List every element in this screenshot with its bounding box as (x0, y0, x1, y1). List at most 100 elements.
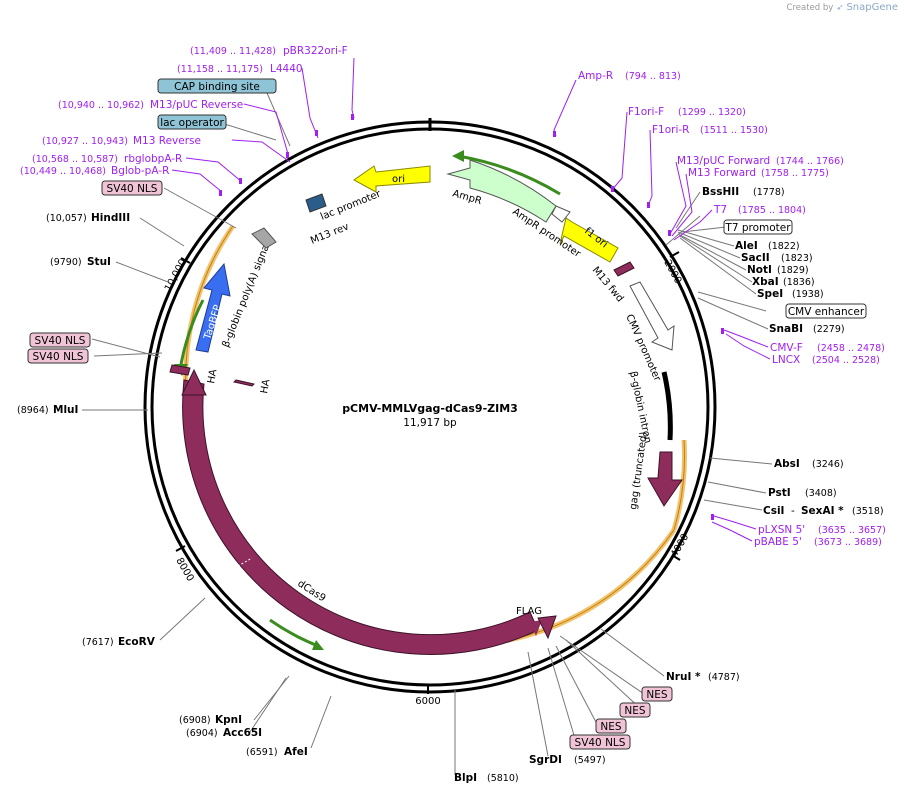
cap-binding-site-label: CAP binding site (174, 81, 260, 93)
tick-label-6000: 6000 (415, 696, 440, 707)
primer-pbabe-5[interactable]: pBABE 5' (754, 536, 802, 548)
sv40-nls-left2-box[interactable] (27, 348, 89, 364)
enzyme-absi-pos: (3246) (812, 459, 844, 470)
ha-label-1: HA (206, 368, 219, 384)
nes3-box[interactable] (595, 718, 627, 734)
primer-f1ori-r-pos: (1511 .. 1530) (700, 125, 768, 136)
enzyme-bsshii-pos: (1778) (753, 187, 785, 198)
tick-10000 (180, 257, 191, 264)
enzyme-bsshii[interactable]: BssHII (702, 186, 739, 198)
primer-m13-reverse[interactable]: M13 Reverse (133, 135, 201, 147)
lac-operator-label: lac operator (160, 117, 224, 129)
enzyme-blpi-pos: (5810) (487, 773, 519, 784)
tick-4000 (671, 554, 681, 561)
lac-promoter-label: lac promoter (319, 188, 383, 223)
beta-globin-intron-label: β-globin intron (627, 370, 653, 444)
dcas9-arrowhead (181, 368, 207, 396)
sv40-nls-bottom-box[interactable] (569, 734, 631, 750)
primer-m13-reverse-pos: (10,927 .. 10,943) (42, 136, 128, 147)
primer-t7-pos: (1785 .. 1804) (738, 205, 806, 216)
primer-bglob-pa-r-pos: (10,449 .. 10,468) (20, 166, 106, 177)
primer-m13-puc-forward[interactable]: M13/pUC Forward (677, 155, 770, 167)
tick-label-8000: 8000 (173, 556, 195, 584)
f1-ori-arrow[interactable] (559, 217, 619, 263)
enzyme-hindiii-pos: (10,057) (46, 213, 87, 224)
green-orf-bottom-arrow (312, 640, 324, 650)
lac-operator-box[interactable] (157, 114, 227, 130)
primer-amp-r-pos: (794 .. 813) (625, 71, 681, 82)
ha-tag-1 (169, 364, 191, 376)
cmv-enhancer-box[interactable] (785, 303, 867, 319)
enzyme-nrui-pos: (4787) (708, 672, 740, 683)
sv40-nls-top-label: SV40 NLS (107, 183, 158, 195)
primer-f1ori-r[interactable]: F1ori-R (652, 124, 689, 136)
flag-mark (530, 620, 542, 636)
enzyme-mlui[interactable]: MluI (53, 404, 78, 416)
primer-m13-puc-reverse[interactable]: M13/pUC Reverse (150, 99, 243, 111)
sv40-nls-left1-box[interactable] (29, 332, 91, 348)
enzyme-ecorv[interactable]: EcoRV (118, 636, 156, 648)
enzyme-spei[interactable]: SpeI (757, 288, 783, 300)
primer-plxsn-5[interactable]: pLXSN 5' (758, 524, 805, 536)
sv40-nls-left1-label: SV40 NLS (35, 335, 86, 347)
enzyme-hindiii[interactable]: HindIII (91, 212, 130, 224)
m13-fwd-mark (613, 261, 635, 277)
sv40-nls-left2-label: SV40 NLS (33, 351, 84, 363)
enzyme-mlui-pos: (8964) (17, 405, 49, 416)
enzyme-stui[interactable]: StuI (87, 256, 111, 268)
ampr-arrow[interactable] (446, 159, 557, 223)
nes3-label: NES (600, 721, 621, 733)
primer-m13-forward[interactable]: M13 Forward (688, 167, 756, 179)
primer-f1ori-f[interactable]: F1ori-F (628, 106, 664, 118)
sv40-nls-top-box[interactable] (101, 180, 163, 196)
enzyme-blpi[interactable]: BlpI (454, 772, 477, 784)
ori-label: ori (392, 174, 405, 185)
dcas9-arc[interactable] (182, 379, 539, 655)
enzyme-psti[interactable]: PstI (768, 487, 791, 499)
enzyme-noti[interactable]: NotI (747, 264, 772, 276)
enzyme-sexai[interactable]: SexAI * (801, 505, 844, 517)
primer-l4440[interactable]: L4440 (270, 63, 303, 75)
tagbfp-arrow[interactable] (195, 262, 231, 353)
enzyme-csii[interactable]: CsiI (763, 505, 784, 517)
t7-promoter-box[interactable] (723, 219, 793, 235)
enzyme-snabi[interactable]: SnaBI (769, 323, 803, 335)
enzyme-sgrdi[interactable]: SgrDI (529, 754, 562, 766)
enzyme-sacii[interactable]: SacII (741, 252, 770, 264)
primer-bglob-pa-r[interactable]: Bglob-pA-R (111, 165, 169, 177)
gag-arrow[interactable] (647, 451, 683, 507)
ori-arrow[interactable] (353, 165, 431, 193)
enzyme-alei[interactable]: AleI (735, 240, 758, 252)
primer-t7[interactable]: T7 (713, 204, 727, 216)
ampr-label: AmpR (451, 188, 483, 207)
primer-cmv-f[interactable]: CMV-F (770, 342, 803, 354)
enzyme-kpni[interactable]: KpnI (215, 714, 242, 726)
enzyme-stui-pos: (9790) (50, 257, 82, 268)
primer-pbr322ori-f[interactable]: pBR322ori-F (283, 45, 348, 57)
primer-amp-r[interactable]: Amp-R (578, 70, 613, 82)
nes-marks (537, 615, 557, 640)
nes1-box[interactable] (641, 686, 673, 702)
primer-m13-puc-forward-pos: (1744 .. 1766) (776, 156, 844, 167)
primer-marks (219, 114, 724, 520)
enzyme-absi[interactable]: AbsI (774, 458, 800, 470)
beta-globin-intron-bar (661, 371, 673, 441)
enzyme-ecorv-pos: (7617) (82, 637, 114, 648)
primer-rbglobpa-r[interactable]: rbglobpA-R (124, 153, 182, 165)
enzyme-nrui[interactable]: NruI * (666, 671, 701, 683)
enzyme-afei[interactable]: AfeI (284, 746, 308, 758)
primer-f1ori-f-pos: (1299 .. 1320) (678, 107, 746, 118)
cmv-promoter-arrow[interactable] (629, 281, 675, 351)
cap-binding-site-box[interactable] (157, 78, 277, 94)
nes2-box[interactable] (619, 702, 651, 718)
tick-8000 (175, 545, 186, 552)
lac-promoter-mark (305, 193, 327, 213)
enzyme-xbai-pos: (1836) (783, 277, 815, 288)
enzyme-acc65i[interactable]: Acc65I (223, 727, 262, 739)
enzyme-kpni-pos: (6908) (179, 715, 211, 726)
sv40-nls-bottom-label: SV40 NLS (575, 737, 626, 749)
enzyme-separator: - (791, 505, 795, 517)
primer-m13-puc-reverse-pos: (10,940 .. 10,962) (58, 100, 144, 111)
enzyme-xbai[interactable]: XbaI (752, 276, 779, 288)
primer-lncx[interactable]: LNCX (772, 354, 800, 366)
